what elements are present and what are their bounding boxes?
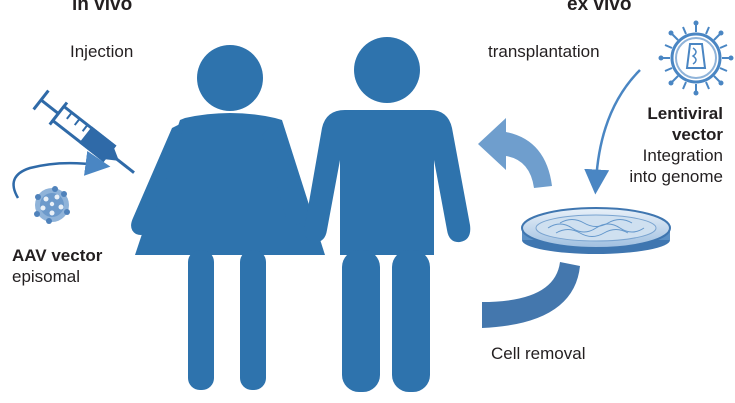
lentivirus-icon bbox=[658, 20, 734, 96]
lentivirus-arrow bbox=[584, 69, 641, 195]
lentiviral-title-2: vector bbox=[671, 125, 723, 144]
aav-vector-title: AAV vector bbox=[12, 246, 103, 265]
integration-label-1: Integration bbox=[642, 146, 723, 165]
injection-label: Injection bbox=[70, 42, 134, 61]
lentiviral-title-1: Lentiviral bbox=[647, 104, 723, 123]
aav-virus-icon bbox=[34, 186, 70, 224]
petri-dish-icon bbox=[521, 207, 671, 254]
integration-label-2: into genome bbox=[629, 167, 723, 186]
man-figure-icon bbox=[304, 37, 471, 392]
aav-arrow bbox=[12, 150, 111, 199]
transplantation-arrow bbox=[478, 118, 552, 188]
cell-removal-arrow bbox=[482, 262, 580, 328]
cell-removal-label: Cell removal bbox=[491, 344, 586, 363]
syringe-icon bbox=[32, 89, 135, 174]
woman-figure-icon bbox=[131, 45, 325, 390]
aav-vector-subtitle: episomal bbox=[12, 267, 81, 286]
transplantation-label: transplantation bbox=[488, 42, 600, 61]
in-vivo-heading: in vivo bbox=[72, 0, 133, 15]
ex-vivo-heading: ex vivo bbox=[567, 0, 632, 15]
